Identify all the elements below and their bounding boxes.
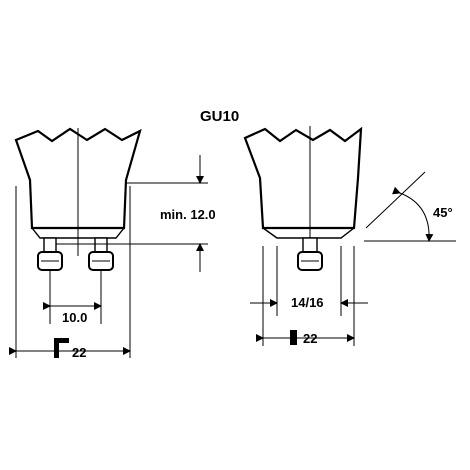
bar-symbol-icon bbox=[290, 330, 297, 345]
l-shape-symbol-icon bbox=[54, 338, 69, 358]
right-overall-width-label: 22 bbox=[303, 331, 317, 346]
right-bulb-view: 14/16 22 45° bbox=[243, 126, 456, 346]
right-pin-width-label: 14/16 bbox=[291, 295, 324, 310]
angle-slanted-line bbox=[365, 171, 426, 229]
left-pin-2-stem bbox=[94, 237, 108, 253]
angle-arc bbox=[392, 186, 434, 242]
left-bulb-outline bbox=[14, 127, 142, 230]
pin-spacing-label: 10.0 bbox=[62, 310, 87, 325]
diagram-title: GU10 bbox=[200, 108, 239, 125]
left-overall-width-label: 22 bbox=[72, 345, 86, 360]
left-bulb-view: 10.0 22 min. 12.0 bbox=[9, 127, 216, 360]
right-bulb-outline bbox=[243, 126, 363, 230]
right-pin-stem bbox=[302, 237, 318, 253]
right-bulb-base bbox=[262, 227, 355, 239]
angle-label: 45° bbox=[433, 205, 453, 220]
left-pin-1-stem bbox=[43, 237, 57, 253]
min-length-label: min. 12.0 bbox=[160, 207, 216, 222]
